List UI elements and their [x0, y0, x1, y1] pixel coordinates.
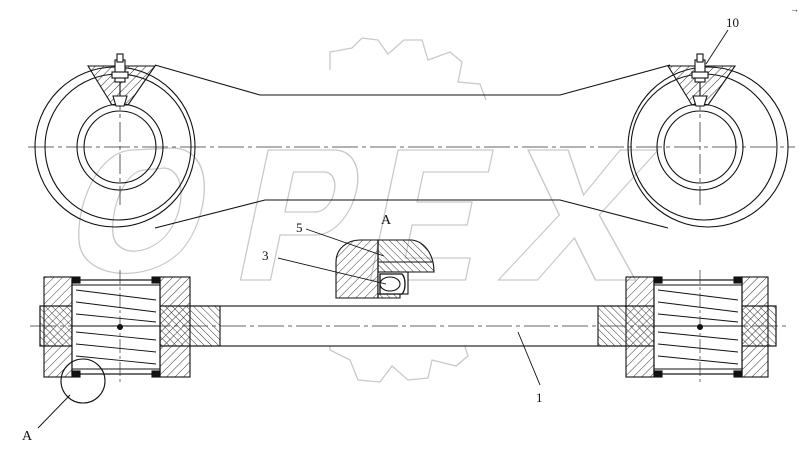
callout-10: 10 — [726, 15, 739, 30]
callout-detail-a-title: A — [381, 213, 392, 228]
leader-10 — [705, 29, 729, 65]
detail-a-circle — [60, 358, 106, 404]
leader-a-bottom — [37, 394, 71, 429]
left-hub-bore — [83, 110, 157, 184]
leader-3 — [277, 257, 387, 285]
leader-lines — [37, 29, 729, 429]
callout-3: 3 — [262, 248, 269, 263]
callout-1: 1 — [536, 390, 543, 405]
lever-top-view — [28, 53, 795, 229]
right-hub-section — [597, 270, 777, 385]
callout-detail-a-marker: A — [22, 429, 33, 444]
detail-housing — [335, 239, 379, 299]
lever-arm-lower-edge — [154, 199, 669, 229]
right-hub-bore — [663, 110, 737, 184]
lever-section-view — [30, 270, 790, 404]
right-grease-boss — [667, 65, 737, 106]
right-grease-fitting — [691, 53, 709, 107]
left-hub-section — [39, 270, 221, 385]
detail-a-view — [335, 239, 435, 299]
corner-mark: → — [790, 4, 799, 14]
lever-arm-upper-edge — [154, 64, 671, 96]
detail-seal — [379, 273, 406, 295]
callout-5: 5 — [296, 220, 303, 235]
watermark-letters — [78, 147, 660, 281]
leader-1 — [517, 331, 541, 386]
opex-watermark-logo — [78, 37, 660, 383]
leader-5 — [305, 228, 385, 257]
left-grease-boss — [87, 65, 157, 106]
left-grease-fitting — [111, 53, 129, 107]
